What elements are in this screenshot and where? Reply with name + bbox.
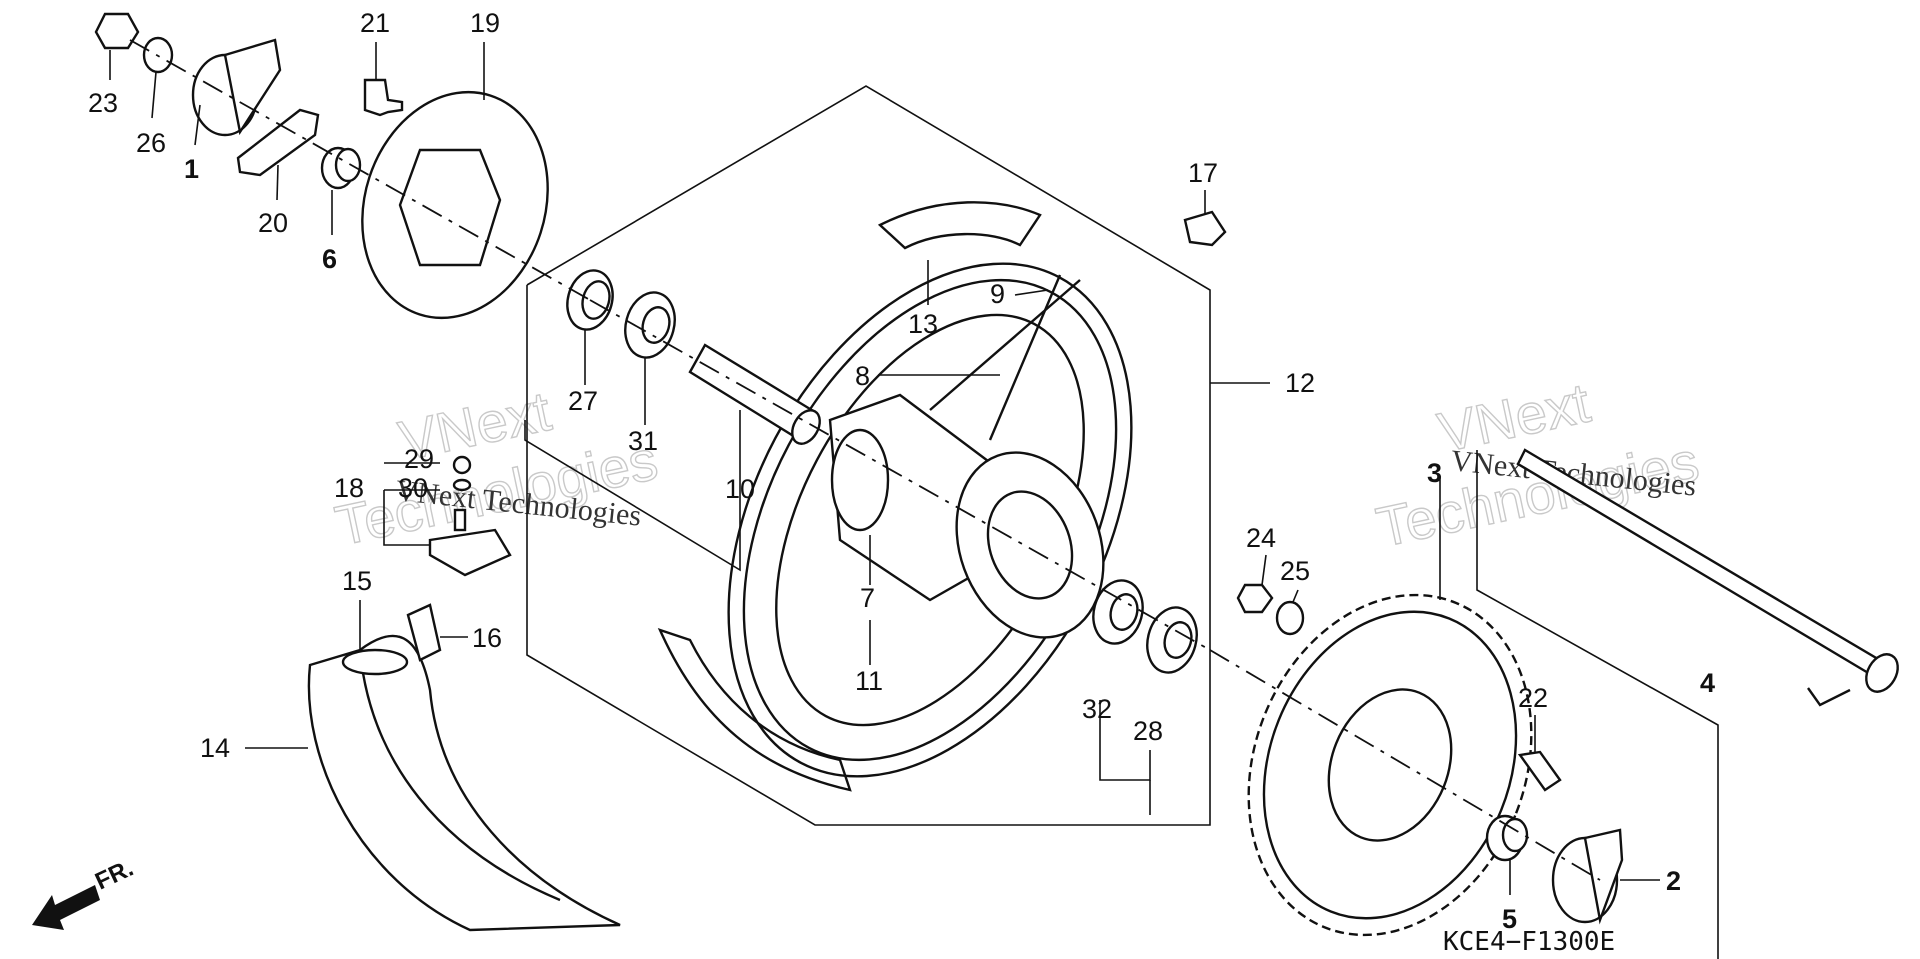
callout-9: 9 <box>990 279 1005 309</box>
callout-27: 27 <box>568 386 598 416</box>
callout-3: 3 <box>1427 458 1442 488</box>
callout-23: 23 <box>88 88 118 118</box>
adjuster-plate-20 <box>236 108 320 177</box>
hub <box>828 393 1105 639</box>
callout-1: 1 <box>184 154 199 184</box>
bracket-4 <box>1476 450 1719 959</box>
callout-8: 8 <box>855 361 870 391</box>
rim-band-top <box>877 201 1042 250</box>
callout-14: 14 <box>200 733 230 763</box>
align-line-right <box>1209 649 1601 881</box>
callout-17: 17 <box>1188 158 1218 188</box>
callout-29: 29 <box>404 444 434 474</box>
axle-spacer <box>688 343 821 445</box>
valve-cap <box>1183 210 1227 247</box>
spoke-9 <box>988 274 1062 441</box>
tire <box>307 634 621 932</box>
callout-25: 25 <box>1280 556 1310 586</box>
callout-28: 28 <box>1133 716 1163 746</box>
brake-disc <box>361 90 549 320</box>
bracket-18 <box>383 490 430 546</box>
callout-16: 16 <box>472 623 502 653</box>
leader-lines <box>109 42 1660 895</box>
align-line-center <box>589 299 1211 651</box>
bolt-22 <box>1517 750 1562 792</box>
nut-23 <box>94 12 140 50</box>
washer-25 <box>1275 600 1305 636</box>
callout-32: 32 <box>1082 694 1112 724</box>
bearing-28 <box>1146 606 1198 674</box>
callout-22: 22 <box>1518 683 1548 713</box>
nut-24 <box>1236 583 1274 614</box>
callout-5: 5 <box>1502 904 1517 934</box>
collar-5 <box>1485 814 1529 862</box>
front-direction-marker: FR. <box>32 855 138 930</box>
align-line-left <box>129 39 591 301</box>
callout-labels: 23 26 1 20 6 21 19 27 31 10 13 9 8 12 17… <box>88 8 1715 934</box>
rim-band-bottom <box>657 628 852 792</box>
bolt-21 <box>363 78 404 117</box>
callout-18: 18 <box>334 473 364 503</box>
callout-21: 21 <box>360 8 390 38</box>
callout-15: 15 <box>342 566 372 596</box>
callout-19: 19 <box>470 8 500 38</box>
chain-adjuster-left <box>191 38 282 137</box>
assembly-outline-12 <box>526 85 1211 826</box>
rim-strip-16 <box>406 603 442 662</box>
arrow-left-icon <box>32 885 100 930</box>
bearing-31 <box>624 291 676 359</box>
axle <box>1516 448 1899 707</box>
front-label: FR. <box>91 855 137 896</box>
callout-12: 12 <box>1285 368 1315 398</box>
callout-13: 13 <box>908 309 938 339</box>
callout-31: 31 <box>628 426 658 456</box>
callout-2: 2 <box>1666 866 1681 896</box>
bearing-32 <box>1092 579 1144 645</box>
callout-7: 7 <box>860 583 875 613</box>
spoke-8 <box>929 279 1081 411</box>
callout-20: 20 <box>258 208 288 238</box>
callout-24: 24 <box>1246 523 1276 553</box>
rim-lock-assembly <box>428 455 512 577</box>
callout-26: 26 <box>136 128 166 158</box>
sprocket <box>1247 593 1533 937</box>
callout-11: 11 <box>855 666 883 696</box>
callout-6: 6 <box>322 244 337 274</box>
collar-6 <box>320 146 362 190</box>
diagram-code: KCE4−F1300E <box>1443 927 1615 957</box>
chain-adjuster-right <box>1551 828 1624 925</box>
callout-4: 4 <box>1700 668 1715 698</box>
callout-30: 30 <box>398 473 428 503</box>
callout-10: 10 <box>725 474 755 504</box>
